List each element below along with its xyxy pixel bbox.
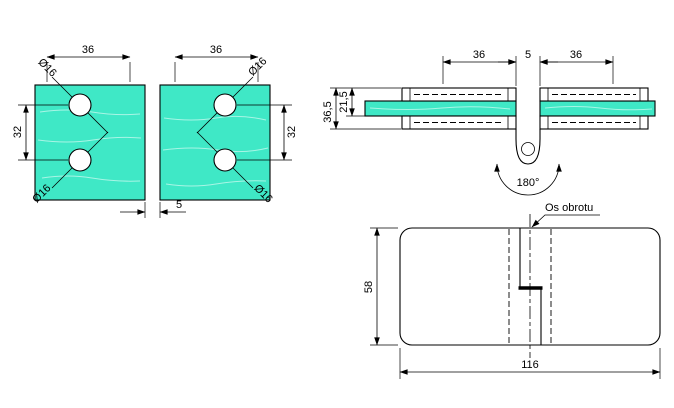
hole-top-left — [68, 93, 92, 117]
axis-leader-line — [531, 214, 600, 228]
dim-116-label: 116 — [521, 359, 539, 371]
glass-edge-right — [539, 100, 656, 117]
dim-gap-label: 5 — [525, 49, 531, 61]
dim-gap-label: 5 — [176, 199, 182, 211]
rotation-arc — [494, 163, 562, 196]
glass-texture — [163, 115, 267, 121]
glass-texture — [544, 106, 653, 111]
dim-36-5-label: 36,5 — [322, 101, 334, 122]
dim-36-left-label: 36 — [82, 44, 94, 56]
angle-label: 180° — [517, 177, 540, 189]
glass-texture — [37, 136, 142, 143]
dim-32-left-label: 32 — [12, 126, 24, 138]
glass-texture — [165, 180, 267, 187]
dim-32-right-label: 32 — [286, 126, 298, 138]
edge-view: 180° 36 5 36 21,5 36,5 — [322, 49, 656, 196]
knuckle-pin — [521, 142, 535, 156]
glass-texture — [369, 106, 511, 110]
front-view: Ø16 Ø16 Ø16 Ø16 36 36 32 32 5 — [12, 44, 298, 218]
hole-top-right — [213, 93, 237, 117]
glass-texture — [39, 109, 141, 116]
dim-58-label: 58 — [363, 281, 375, 293]
dim-21-5-label: 21,5 — [338, 91, 350, 112]
axis-label: Os obrotu — [545, 202, 593, 214]
dim-36-right-label: 36 — [210, 44, 222, 56]
glass-texture — [41, 175, 141, 182]
hinge-front-view: Os obrotu 58 116 — [363, 202, 661, 379]
dim-36-left-label: 36 — [473, 49, 485, 61]
dim-36-right-label: 36 — [570, 49, 582, 61]
hole-bottom-right — [213, 148, 237, 172]
hole-bottom-left — [68, 148, 92, 172]
glass-texture — [162, 147, 269, 153]
